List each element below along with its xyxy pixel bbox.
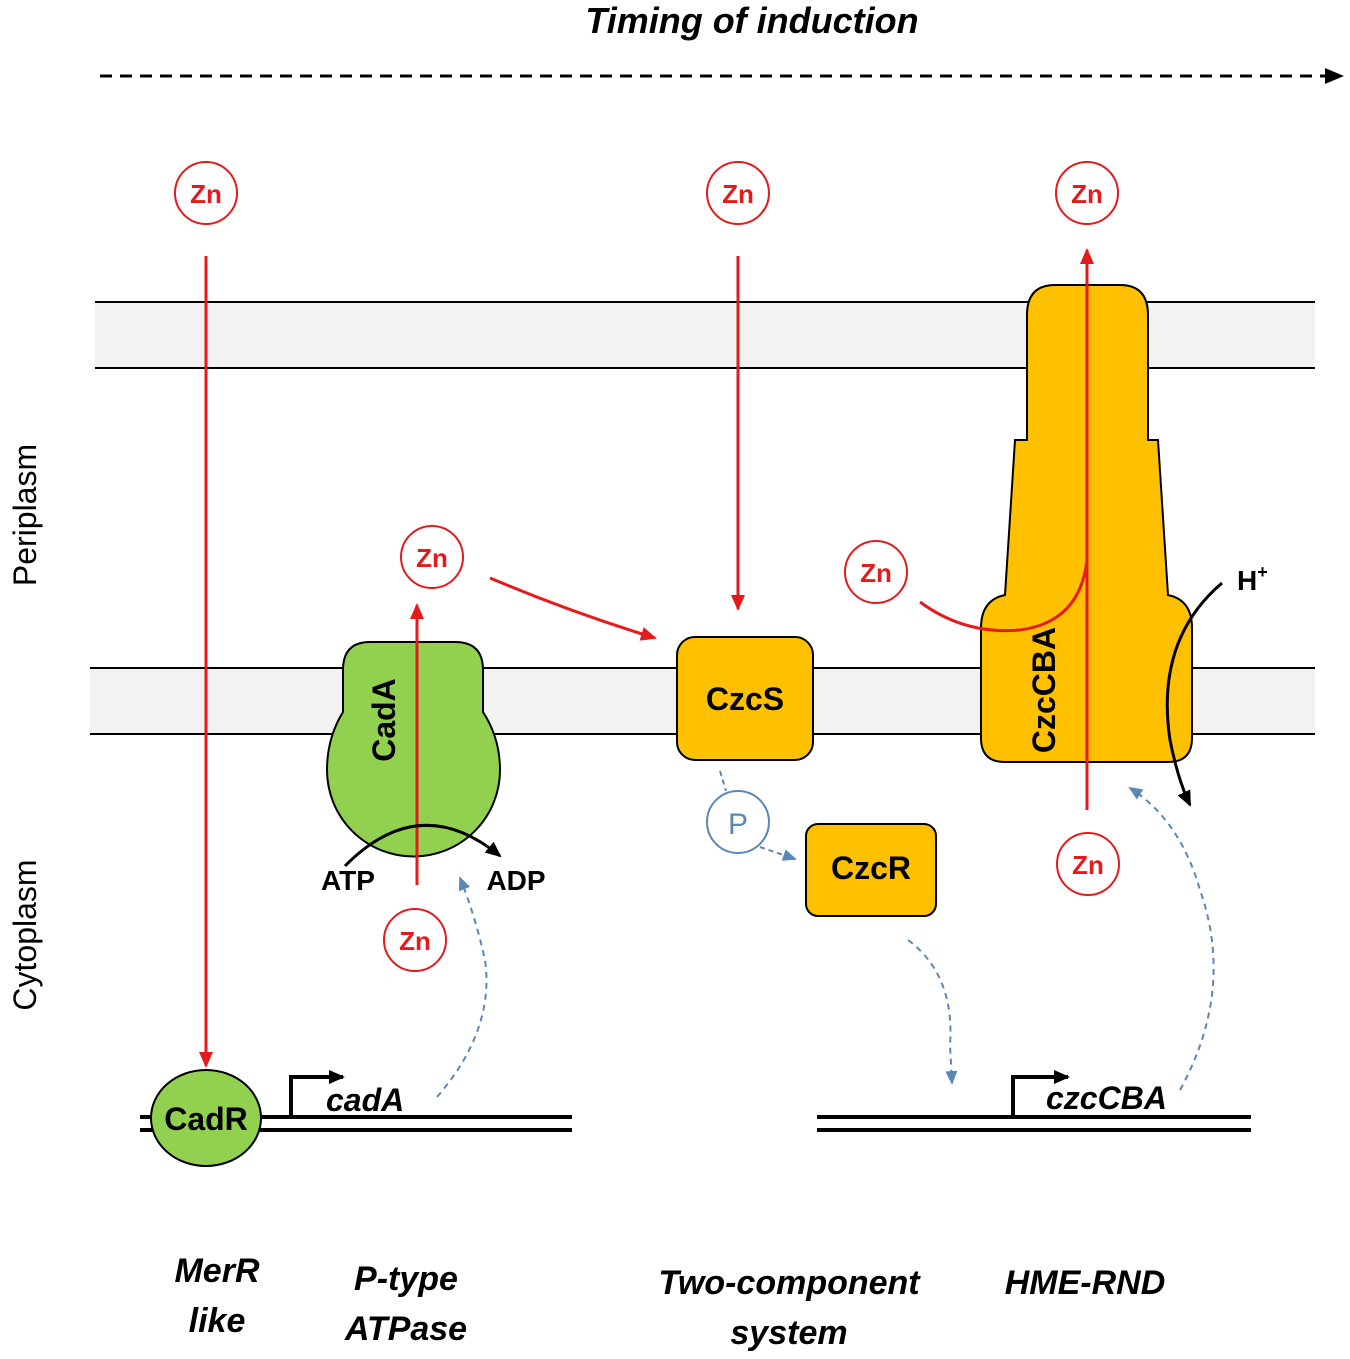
cada-promoter-arrow — [289, 1070, 345, 1115]
czcs-label: CzcS — [706, 681, 784, 717]
svg-text:Zn: Zn — [722, 179, 754, 209]
system-label-ptype-line2: ATPase — [344, 1310, 467, 1348]
czcr-regulator — [805, 823, 937, 917]
zinc-ion: Zn — [174, 161, 238, 225]
cadr-regulator — [150, 1069, 262, 1167]
cytoplasm-label: Cytoplasm — [7, 859, 43, 1010]
czcr-label: CzcR — [831, 850, 911, 886]
system-label-twocomp-line1: Two-component — [658, 1264, 921, 1302]
atp-hydrolysis-arrow — [343, 824, 502, 868]
phosphate-to-czcr-arrow — [759, 846, 797, 861]
svg-text:Zn: Zn — [1072, 850, 1104, 880]
cada-label: CadA — [366, 678, 402, 762]
system-label-twocomp-line2: system — [730, 1314, 847, 1352]
svg-text:Zn: Zn — [190, 179, 222, 209]
svg-text:Zn: Zn — [399, 926, 431, 956]
czccba-gene-label: czcCBA — [1046, 1080, 1167, 1116]
zinc-ion: Zn — [1056, 832, 1120, 896]
czcs-sensor — [676, 636, 814, 761]
zinc-ion: Zn — [1055, 161, 1119, 225]
system-label-merr-line2: like — [189, 1302, 246, 1340]
cadr-label: CadR — [164, 1101, 248, 1137]
system-label-merr-line1: MerR — [174, 1252, 259, 1290]
zinc-arrow-to-czcs-side — [489, 576, 657, 641]
czccba-label: CzcCBA — [1026, 627, 1062, 753]
svg-text:Zn: Zn — [416, 543, 448, 573]
system-label-ptype-line1: P-type — [354, 1260, 458, 1298]
proton-label: H+ — [1237, 562, 1268, 596]
system-label-merr: MerR like — [174, 1252, 259, 1340]
czcr-activation-arrow — [907, 939, 958, 1085]
timeline-arrowhead — [1325, 68, 1344, 84]
czccba-expression-arrow — [1128, 786, 1215, 1091]
czccba-promoter-arrow — [1011, 1070, 1070, 1115]
proton-arrow — [1165, 581, 1223, 807]
adp-label: ADP — [486, 865, 545, 896]
proton-charge: + — [1257, 562, 1268, 582]
proton-symbol: H — [1237, 565, 1257, 596]
diagram-title: Timing of induction — [585, 0, 918, 41]
zinc-arrow-periplasm-capture — [919, 559, 1089, 633]
svg-text:Zn: Zn — [1071, 179, 1103, 209]
atp-label: ATP — [321, 865, 375, 896]
periplasm-label: Periplasm — [7, 444, 43, 586]
svg-text:Zn: Zn — [860, 558, 892, 588]
phosphate-label: P — [728, 808, 748, 841]
phosphate-circle — [706, 790, 770, 854]
zinc-ion: Zn — [383, 908, 447, 972]
system-label-hme-rnd: HME-RND — [1005, 1264, 1166, 1302]
zinc-ion: Zn — [844, 540, 908, 604]
system-label-twocomp: Two-component system — [658, 1264, 921, 1352]
czcs-to-phosphate-link — [719, 770, 727, 792]
zinc-ion: Zn — [706, 161, 770, 225]
cada-gene-label: cadA — [326, 1082, 404, 1118]
cada-pump — [325, 641, 502, 858]
cada-expression-arrow — [436, 876, 488, 1098]
zinc-ion: Zn — [400, 525, 464, 589]
